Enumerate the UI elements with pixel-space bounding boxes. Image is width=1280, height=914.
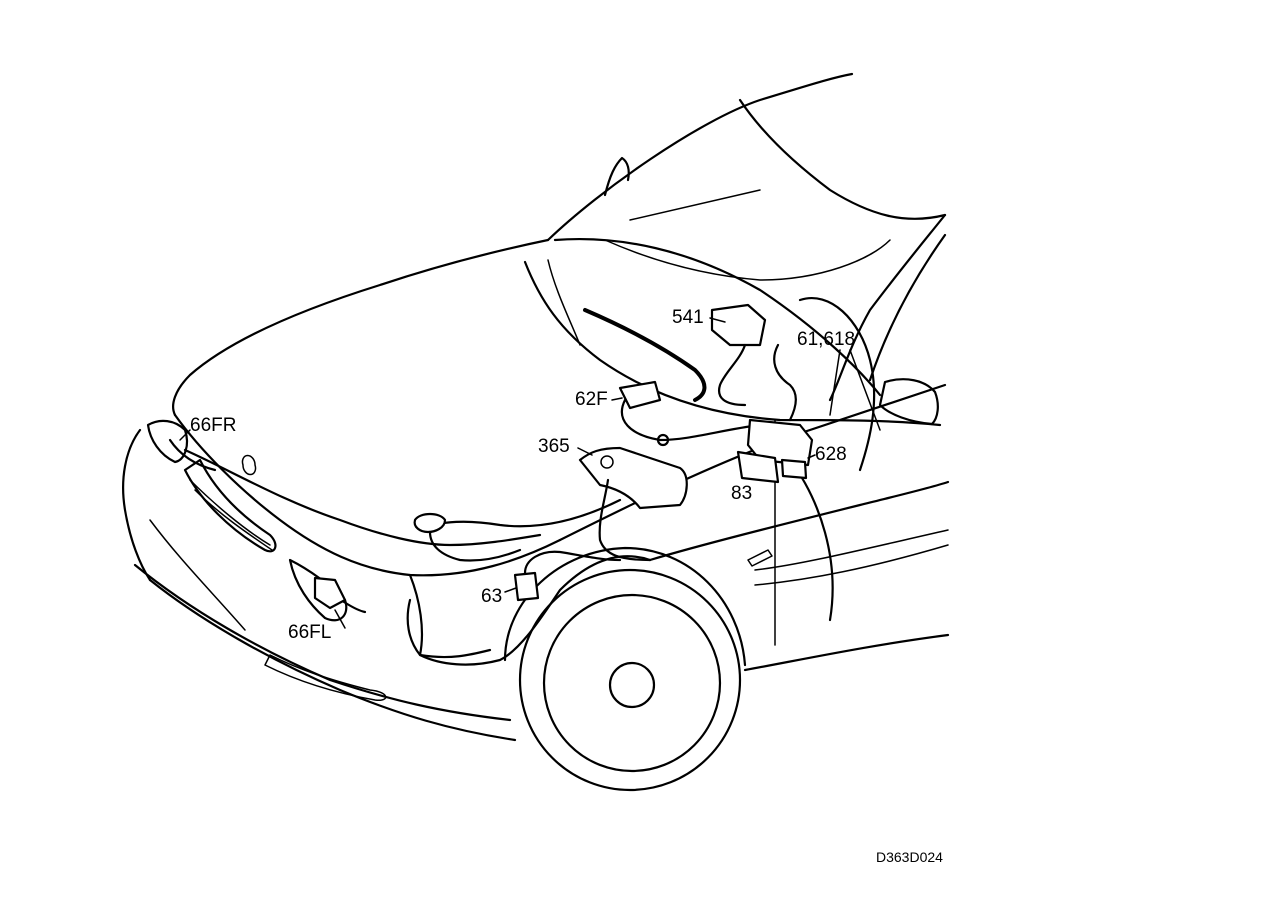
roof-line <box>546 72 854 242</box>
callout-62F: 62F <box>575 389 608 410</box>
leader-66FR <box>179 429 191 441</box>
leader-61-618 <box>829 349 841 416</box>
body-side-line <box>648 480 950 562</box>
windshield-top <box>738 98 947 220</box>
callout-61-618: 61,618 <box>797 329 856 350</box>
callout-66FL: 66FL <box>288 622 332 643</box>
harness-541 <box>718 343 747 407</box>
washer-reservoir <box>578 446 688 510</box>
leader-63 <box>504 587 517 593</box>
fender-line <box>408 555 652 666</box>
wiper-arm-rear <box>629 189 761 221</box>
headlamp-right <box>146 419 189 464</box>
main-harness-front <box>183 448 542 547</box>
callout-541: 541 <box>672 307 704 328</box>
inner-wheelhouse <box>788 458 834 622</box>
component-83 <box>736 450 780 484</box>
reservoir-hose <box>598 478 652 562</box>
wheel-arch <box>503 546 747 667</box>
grommet-62F <box>656 433 670 447</box>
sill-line <box>743 633 950 672</box>
antenna <box>603 156 630 197</box>
component-541 <box>710 303 767 347</box>
grille-lines <box>189 479 273 551</box>
component-63 <box>513 571 540 602</box>
hood-rear-edge <box>172 238 550 417</box>
a-pillar <box>828 213 947 402</box>
hood-emblem <box>241 454 257 476</box>
windshield-lower <box>553 237 882 397</box>
callout-365: 365 <box>538 436 570 457</box>
side-mirror <box>878 378 939 426</box>
leader-61-618-b <box>849 349 881 431</box>
bumper-slot-right <box>149 519 246 631</box>
callout-83: 83 <box>731 483 753 504</box>
wiper-linkage <box>547 259 581 346</box>
door-window-edge <box>868 233 947 382</box>
component-628-box <box>746 418 814 467</box>
side-strip <box>754 529 949 586</box>
coolant-reservoir <box>413 512 447 534</box>
hose-66FR <box>168 438 217 472</box>
callout-63: 63 <box>481 586 503 607</box>
wiper-blade <box>583 308 707 402</box>
leader-628 <box>807 454 816 459</box>
harness-61-618 <box>773 343 797 422</box>
callout-66FR: 66FR <box>190 415 237 436</box>
grille-outline <box>183 458 277 553</box>
engine-bay-lower <box>406 598 492 659</box>
bumper-front <box>148 578 517 742</box>
leader-541 <box>709 317 726 323</box>
wheel-hub <box>608 661 656 709</box>
bumper-lower <box>133 563 512 722</box>
coolant-hose <box>428 530 522 562</box>
connector-628 <box>780 458 808 480</box>
cowl-line <box>523 260 942 427</box>
tire-outer <box>518 568 742 792</box>
side-marker <box>747 549 773 567</box>
reservoir-cap <box>600 455 614 469</box>
component-66FL <box>313 576 347 610</box>
leader-365 <box>577 447 593 456</box>
bumper-slot-left <box>264 654 387 701</box>
leader-62F <box>611 397 623 401</box>
harness-63 <box>523 550 622 575</box>
drawing-reference-code: D363D024 <box>876 849 943 865</box>
bumper-top <box>122 428 152 582</box>
strut-tower <box>798 297 876 472</box>
tire-rim <box>542 593 722 773</box>
leader-66FL <box>334 609 346 629</box>
hood-front-edge <box>173 413 562 577</box>
component-62F <box>618 380 662 410</box>
dash-line <box>604 239 891 281</box>
callout-628: 628 <box>815 444 847 465</box>
harness-62F <box>620 398 762 442</box>
